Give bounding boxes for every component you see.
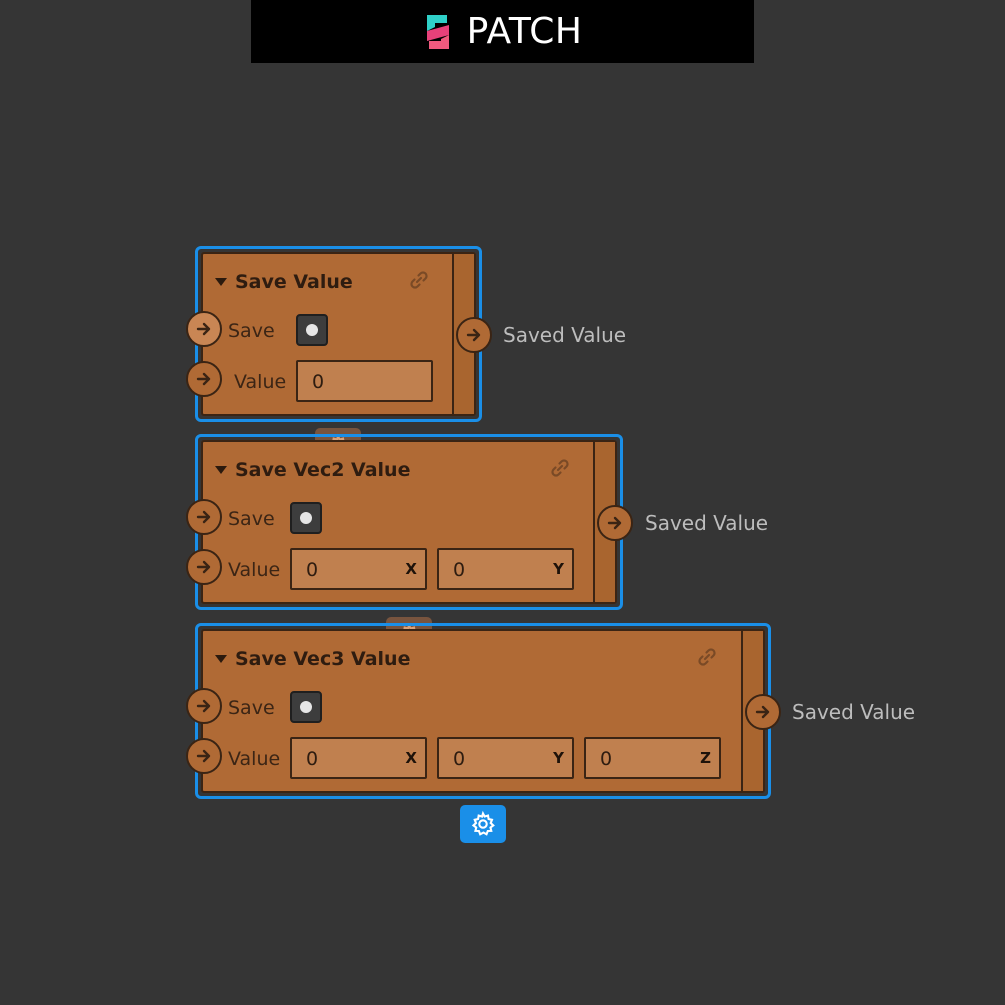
node-title: Save Vec3 Value	[235, 648, 411, 670]
pulse-dot	[300, 701, 312, 713]
axis-z-label: Z	[700, 749, 711, 767]
saved-value-output-label: Saved Value	[792, 700, 916, 724]
node-title: Save Value	[235, 271, 353, 293]
arrow-right-icon	[607, 516, 622, 530]
node-header[interactable]: Save Value	[215, 271, 353, 293]
link-icon[interactable]	[409, 270, 429, 290]
value-y-field[interactable]: 0 Y	[437, 548, 574, 590]
value-x-text: 0	[306, 559, 319, 581]
value-x-text: 0	[306, 748, 319, 770]
saved-value-output-port[interactable]	[456, 317, 492, 353]
arrow-right-icon	[196, 699, 211, 713]
value-input-label: Value	[234, 371, 287, 393]
node-header[interactable]: Save Vec3 Value	[215, 648, 410, 670]
saved-value-output-label: Saved Value	[645, 511, 769, 535]
save-pulse-button[interactable]	[296, 314, 328, 346]
value-field-text: 0	[312, 371, 325, 393]
save-input-label: Save	[228, 320, 275, 342]
save-pulse-button[interactable]	[290, 691, 322, 723]
saved-value-output-label: Saved Value	[503, 323, 627, 347]
save-pulse-button[interactable]	[290, 502, 322, 534]
value-y-text: 0	[453, 559, 466, 581]
arrow-right-icon	[196, 510, 211, 524]
node-title: Save Vec2 Value	[235, 459, 411, 481]
link-icon[interactable]	[550, 458, 570, 478]
value-z-text: 0	[600, 748, 613, 770]
axis-y-label: Y	[553, 749, 564, 767]
save-vec2-value-node[interactable]: Save Vec2 Value Save Value 0 X 0 Y	[195, 434, 623, 610]
value-input-port[interactable]	[186, 738, 222, 774]
node-settings-button[interactable]	[460, 805, 506, 843]
value-input-port[interactable]	[186, 549, 222, 585]
axis-x-label: X	[405, 749, 417, 767]
patch-banner: PATCH	[251, 0, 754, 63]
node-body: Save Value Save Value 0	[201, 252, 476, 416]
banner-title: PATCH	[466, 11, 583, 52]
value-field[interactable]: 0	[296, 360, 433, 402]
node-header[interactable]: Save Vec2 Value	[215, 459, 410, 481]
saved-value-output-port[interactable]	[745, 694, 781, 730]
save-input-label: Save	[228, 508, 275, 530]
collapse-caret-icon[interactable]	[215, 278, 227, 286]
value-x-field[interactable]: 0 X	[290, 548, 427, 590]
axis-y-label: Y	[553, 560, 564, 578]
value-input-label: Value	[228, 748, 281, 770]
arrow-right-icon	[196, 322, 211, 336]
arrow-right-icon	[196, 749, 211, 763]
collapse-caret-icon[interactable]	[215, 466, 227, 474]
save-input-port[interactable]	[186, 688, 222, 724]
save-vec3-value-node[interactable]: Save Vec3 Value Save Value 0 X 0 Y	[195, 623, 771, 799]
link-icon[interactable]	[697, 647, 717, 667]
gear-icon	[471, 810, 495, 836]
saved-value-output-port[interactable]	[597, 505, 633, 541]
value-y-text: 0	[453, 748, 466, 770]
pulse-dot	[300, 512, 312, 524]
value-x-field[interactable]: 0 X	[290, 737, 427, 779]
axis-x-label: X	[405, 560, 417, 578]
save-input-port[interactable]	[186, 499, 222, 535]
value-z-field[interactable]: 0 Z	[584, 737, 721, 779]
value-y-field[interactable]: 0 Y	[437, 737, 574, 779]
arrow-right-icon	[466, 328, 481, 342]
save-input-port[interactable]	[186, 311, 222, 347]
save-value-node[interactable]: Save Value Save Value 0	[195, 246, 482, 422]
save-input-label: Save	[228, 697, 275, 719]
spark-logo-icon	[426, 14, 449, 49]
node-body: Save Vec2 Value Save Value 0 X 0 Y	[201, 440, 617, 604]
arrow-right-icon	[755, 705, 770, 719]
pulse-dot	[306, 324, 318, 336]
arrow-right-icon	[196, 560, 211, 574]
node-body: Save Vec3 Value Save Value 0 X 0 Y	[201, 629, 765, 793]
value-input-label: Value	[228, 559, 281, 581]
collapse-caret-icon[interactable]	[215, 655, 227, 663]
arrow-right-icon	[196, 372, 211, 386]
value-input-port[interactable]	[186, 361, 222, 397]
